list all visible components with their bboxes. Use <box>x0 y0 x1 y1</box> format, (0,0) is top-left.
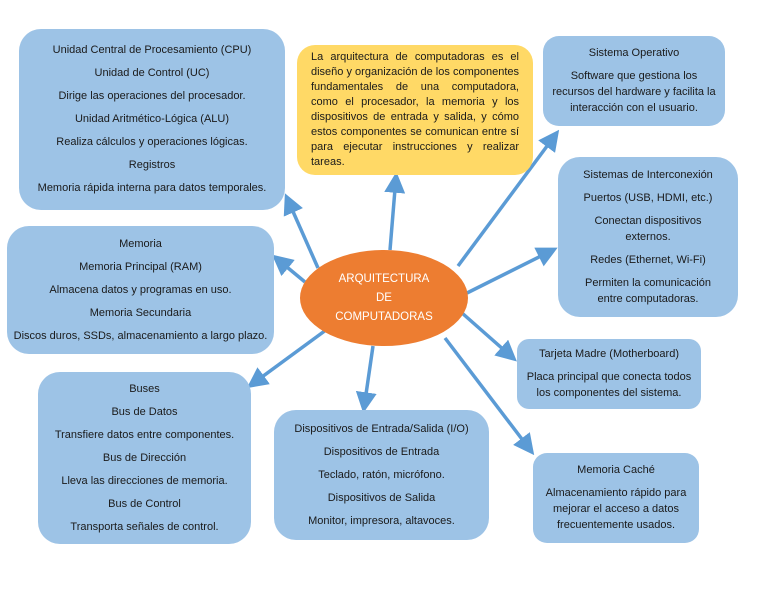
central-line: ARQUITECTURA <box>338 272 430 285</box>
buses-line: Transporta señales de control. <box>70 520 219 533</box>
sistema-operativo-node: Sistema Operativo Software que gestiona … <box>543 36 725 126</box>
buses-title: Buses <box>129 382 160 395</box>
buses-line: Bus de Datos <box>111 405 178 418</box>
arrow-to-cpu <box>283 193 320 269</box>
so-line: interacción con el usuario. <box>570 102 698 114</box>
central-line: DE <box>376 291 392 304</box>
arrow-to-buses <box>246 328 328 389</box>
memoria-line: Memoria Principal (RAM) <box>79 260 202 273</box>
arrow-to-intro <box>384 171 406 251</box>
cpu-title: Unidad Central de Procesamiento (CPU) <box>52 44 252 56</box>
so-line: Software que gestiona los <box>570 70 698 82</box>
arrow-to-interconexion <box>466 247 558 295</box>
tarjeta-line: Placa principal que conecta todos <box>526 371 692 383</box>
arrow-to-so <box>456 129 560 268</box>
memoria-line: Almacena datos y programas en uso. <box>49 283 232 296</box>
memoria-line: Memoria Secundaria <box>89 306 192 319</box>
central-line: COMPUTADORAS <box>335 310 433 323</box>
definition-node: La arquitectura de computadoras es el di… <box>297 45 533 175</box>
memoria-line: Discos duros, SSDs, almacenamiento a lar… <box>13 329 268 342</box>
cache-line: Almacenamiento rápido para <box>545 487 687 499</box>
tarjeta-madre-node: Tarjeta Madre (Motherboard) Placa princi… <box>517 339 701 409</box>
io-node: Dispositivos de Entrada/Salida (I/O) Dis… <box>274 410 489 540</box>
io-title: Dispositivos de Entrada/Salida (I/O) <box>294 422 469 435</box>
memoria-cache-node: Memoria Caché Almacenamiento rápido para… <box>533 453 699 543</box>
io-line: Dispositivos de Salida <box>327 491 436 504</box>
interconexion-line: Conectan dispositivos <box>594 214 702 227</box>
cpu-line: Registros <box>128 159 176 171</box>
buses-node: Buses Bus de Datos Transfiere datos entr… <box>38 372 251 544</box>
buses-line: Bus de Dirección <box>102 451 187 464</box>
interconexion-line: entre computadoras. <box>597 292 699 305</box>
arrow-to-cache <box>443 336 535 456</box>
tarjeta-line: los componentes del sistema. <box>536 387 682 399</box>
interconexion-line: Puertos (USB, HDMI, etc.) <box>583 191 713 204</box>
interconexion-line: Permiten la comunicación <box>585 276 711 289</box>
interconexion-line: externos. <box>625 230 671 243</box>
cpu-node: Unidad Central de Procesamiento (CPU) Un… <box>19 29 285 210</box>
interconexion-title: Sistemas de Interconexión <box>583 168 713 181</box>
buses-line: Bus de Control <box>108 497 181 510</box>
io-line: Dispositivos de Entrada <box>323 445 440 458</box>
buses-line: Transfiere datos entre componentes. <box>54 428 235 441</box>
so-line: recursos del hardware y facilita la <box>552 86 716 98</box>
memoria-node: Memoria Memoria Principal (RAM) Almacena… <box>7 226 274 354</box>
tarjeta-title: Tarjeta Madre (Motherboard) <box>538 348 679 360</box>
io-line: Teclado, ratón, micrófono. <box>318 468 445 481</box>
cpu-line: Memoria rápida interna para datos tempor… <box>37 182 267 194</box>
arrow-to-memoria <box>271 254 307 284</box>
io-line: Monitor, impresora, altavoces. <box>308 514 455 527</box>
interconexion-node: Sistemas de Interconexión Puertos (USB, … <box>558 157 738 317</box>
interconexion-line: Redes (Ethernet, Wi-Fi) <box>590 253 706 266</box>
cpu-line: Dirige las operaciones del procesador. <box>58 90 246 102</box>
cpu-line: Realiza cálculos y operaciones lógicas. <box>56 136 248 148</box>
central-topic: ARQUITECTURA DE COMPUTADORAS <box>300 250 468 346</box>
buses-line: Lleva las direcciones de memoria. <box>61 474 228 487</box>
cpu-line: Unidad Aritmético-Lógica (ALU) <box>74 113 230 125</box>
cache-line: frecuentemente usados. <box>556 519 676 531</box>
arrow-to-io <box>355 345 377 414</box>
definition-text: La arquitectura de computadoras es el di… <box>311 51 519 168</box>
cpu-line: Unidad de Control (UC) <box>94 67 210 79</box>
arrow-to-tarjeta <box>460 311 517 362</box>
cache-title: Memoria Caché <box>577 464 655 476</box>
cache-line: mejorar el acceso a datos <box>553 503 679 515</box>
memoria-title: Memoria <box>119 237 162 250</box>
so-title: Sistema Operativo <box>588 47 680 59</box>
